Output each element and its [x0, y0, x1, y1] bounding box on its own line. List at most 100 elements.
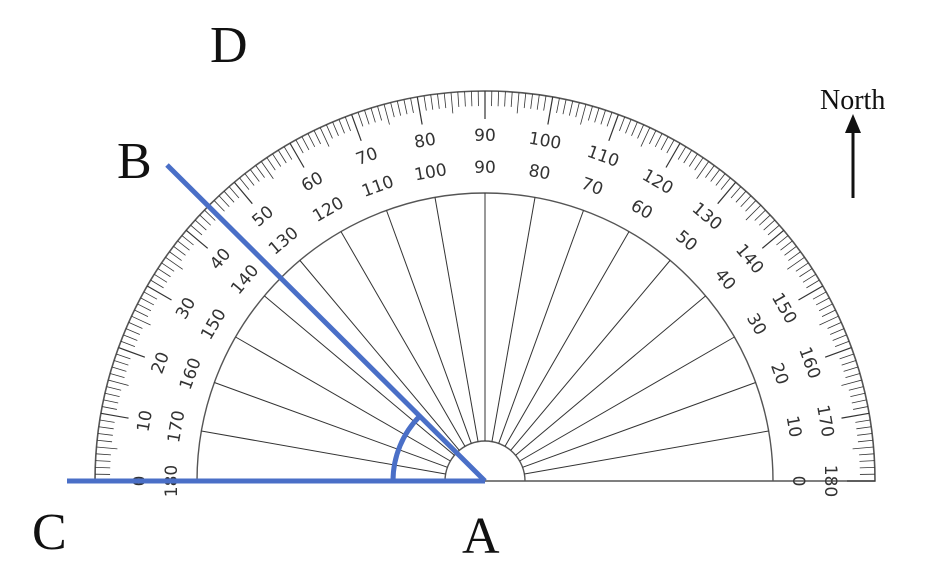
degree-tick: [806, 279, 820, 289]
degree-tick: [102, 406, 117, 410]
degree-tick: [332, 121, 339, 136]
degree-tick: [859, 466, 875, 469]
protractor-spoke: [386, 210, 472, 444]
degree-tick: [319, 127, 330, 147]
degree-tick: [383, 104, 390, 125]
degree-tick: [761, 229, 785, 249]
degree-tick: [128, 322, 143, 329]
degree-tick: [745, 200, 757, 212]
degree-tick: [390, 102, 395, 118]
degree-tick: [848, 386, 864, 391]
degree-tick: [619, 116, 626, 132]
protractor-spoke: [201, 430, 446, 475]
degree-tick: [199, 214, 212, 226]
degree-tick: [313, 130, 321, 145]
degree-tick: [845, 373, 861, 379]
outer-scale-label: 30: [172, 294, 200, 323]
degree-tick: [244, 173, 255, 186]
degree-tick: [95, 466, 111, 469]
degree-tick: [795, 262, 809, 272]
degree-tick: [780, 240, 793, 251]
degree-tick: [140, 297, 155, 306]
degree-tick: [575, 102, 580, 118]
degree-tick: [185, 229, 209, 249]
north-label: North: [820, 85, 885, 116]
degree-tick: [403, 99, 408, 115]
degree-tick: [568, 100, 574, 116]
degree-tick: [594, 107, 600, 123]
degree-tick: [118, 347, 146, 358]
degree-tick: [587, 105, 593, 121]
degree-tick: [146, 285, 172, 301]
degree-tick: [430, 94, 434, 110]
outer-scale-label: 180: [820, 465, 840, 497]
degree-tick: [787, 256, 805, 270]
degree-tick: [157, 268, 171, 278]
inner-scale-label: 90: [474, 158, 496, 178]
degree-tick: [173, 245, 186, 256]
degree-tick: [233, 181, 253, 205]
degree-tick: [190, 224, 203, 236]
degree-tick: [213, 200, 225, 212]
degree-tick: [839, 353, 854, 360]
degree-tick: [95, 460, 111, 462]
degree-tick: [289, 142, 305, 168]
inner-scale-label: 120: [309, 193, 347, 227]
degree-tick: [96, 446, 118, 450]
degree-tick: [536, 94, 540, 110]
degree-tick: [580, 104, 587, 125]
degree-tick: [161, 262, 175, 272]
degree-tick: [218, 195, 230, 208]
point-label-d: D: [210, 17, 248, 74]
degree-tick: [832, 334, 847, 341]
degree-tick: [717, 181, 737, 205]
degree-tick: [763, 219, 776, 231]
inner-scale-label: 150: [197, 305, 231, 343]
degree-tick: [851, 399, 867, 404]
degree-tick: [377, 105, 383, 121]
protractor-spoke: [491, 197, 536, 442]
degree-tick: [143, 291, 158, 300]
degree-tick: [109, 373, 125, 379]
degree-tick: [857, 433, 873, 436]
point-label-b: B: [117, 133, 152, 190]
degree-tick: [696, 161, 710, 179]
degree-tick: [827, 322, 842, 329]
degree-tick: [464, 91, 466, 107]
degree-tick: [165, 256, 183, 270]
degree-tick: [710, 169, 721, 182]
degree-tick: [504, 91, 506, 107]
degree-tick: [344, 116, 351, 132]
inner-scale-label: 140: [227, 261, 263, 299]
degree-tick: [239, 177, 250, 190]
degree-tick: [497, 91, 500, 107]
degree-tick: [169, 251, 182, 261]
protractor-spoke: [504, 231, 630, 447]
protractor-spoke: [264, 295, 455, 456]
degree-tick: [625, 119, 632, 134]
degree-tick: [370, 107, 376, 123]
degree-tick: [177, 240, 190, 251]
degree-tick: [194, 219, 207, 231]
degree-tick: [97, 433, 113, 436]
degree-tick: [859, 453, 875, 456]
degree-tick: [116, 353, 131, 360]
north-indicator: North: [820, 85, 885, 198]
inner-scale-label: 10: [782, 414, 805, 439]
degree-tick: [181, 235, 194, 246]
degree-tick: [154, 273, 168, 283]
inner-scale-label: 40: [710, 265, 739, 294]
degree-tick: [799, 268, 813, 278]
degree-tick: [776, 235, 789, 246]
degree-tick: [855, 419, 871, 423]
degree-tick: [249, 169, 260, 182]
degree-tick: [815, 297, 830, 306]
degree-tick: [853, 406, 868, 410]
outer-scale-label: 60: [298, 168, 327, 196]
degree-tick: [266, 157, 276, 171]
inner-scale-label: 30: [742, 310, 770, 339]
inner-scale-label: 70: [578, 174, 605, 200]
degree-tick: [821, 309, 836, 317]
outer-scale-label: 150: [767, 289, 801, 327]
degree-tick: [730, 186, 742, 199]
